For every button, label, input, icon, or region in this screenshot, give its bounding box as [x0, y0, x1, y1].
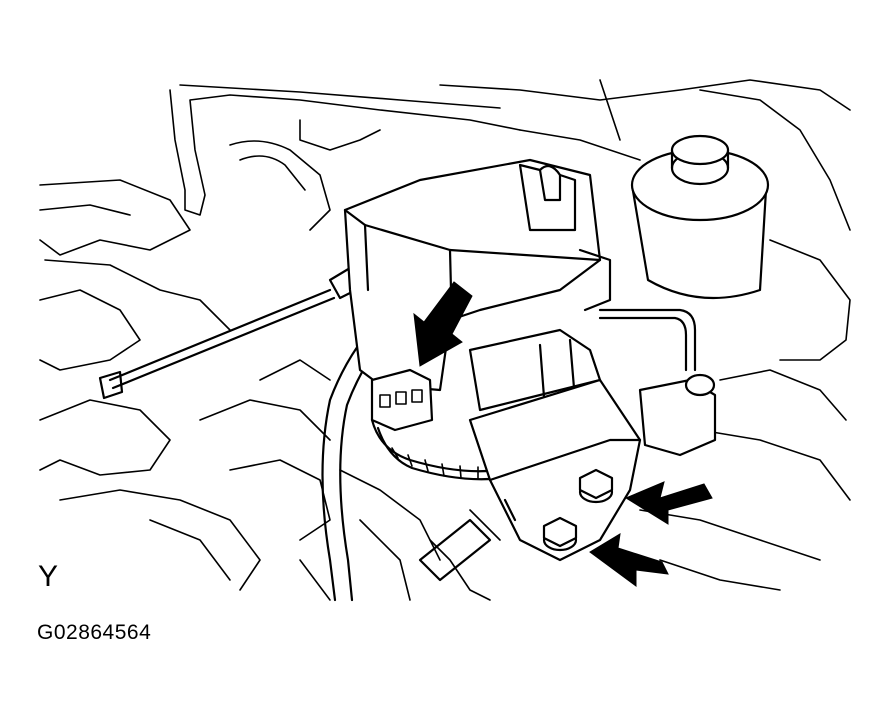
bolt-lower [542, 516, 578, 552]
bolt-upper [578, 468, 614, 504]
mounting-bracket [468, 378, 642, 562]
figure-code: G02864564 [37, 621, 152, 644]
electrical-connector [370, 368, 524, 481]
arrow-actuator [413, 281, 473, 367]
arrow-bolt-upper [624, 481, 713, 525]
arrow-bolt-lower [589, 533, 669, 587]
drain-tube [418, 518, 492, 582]
fluid-reservoir [630, 134, 770, 300]
sensor-unit [598, 308, 717, 457]
engine-bay-background [39, 79, 851, 601]
view-label: Y [38, 560, 59, 593]
actuator-assembly [343, 158, 612, 412]
